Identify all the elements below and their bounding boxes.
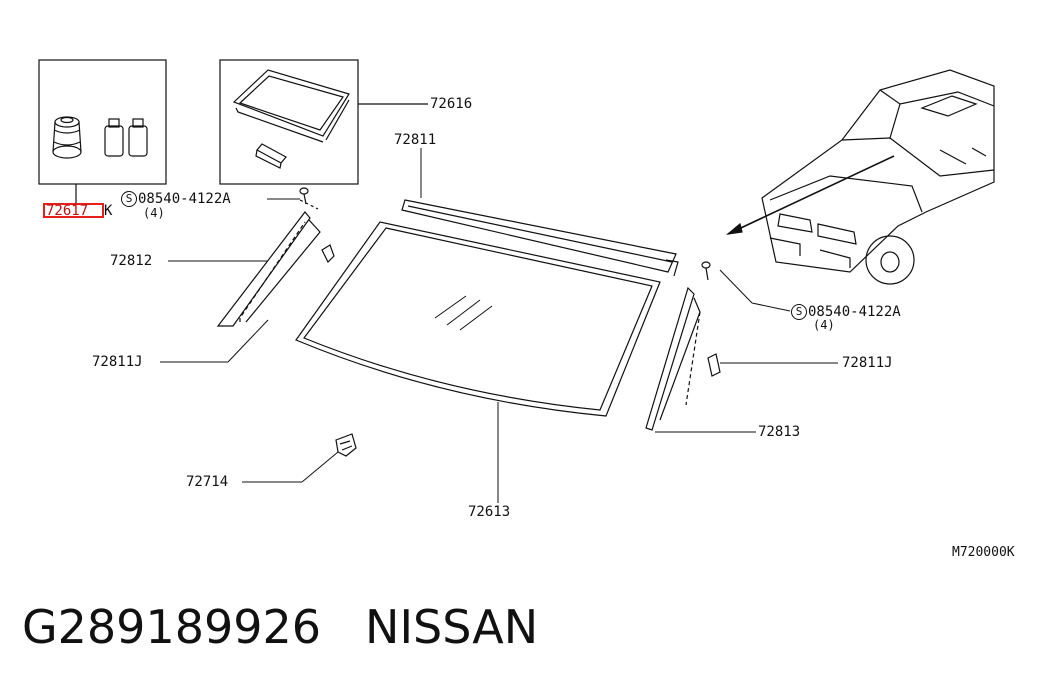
callout-72813: 72813	[758, 424, 801, 440]
callout-screw-right: 08540-4122A	[808, 304, 901, 320]
top-moulding	[401, 199, 679, 277]
callout-72714: 72714	[186, 474, 229, 490]
callout-screw-right-qty: (4)	[813, 318, 835, 332]
highlight-box	[43, 203, 104, 218]
callout-72613: 72613	[468, 504, 511, 520]
part-number: G289189926	[22, 600, 322, 654]
brand-name: NISSAN	[365, 600, 539, 654]
vehicle-illustration	[725, 69, 995, 285]
adhesive-kit-box	[38, 59, 167, 203]
windshield-glass	[295, 221, 661, 417]
left-side-moulding	[216, 187, 335, 327]
callout-72812: 72812	[110, 253, 153, 269]
diagram-code: M720000K	[952, 545, 1015, 560]
screw-symbol-right: S	[791, 304, 807, 320]
screw-symbol-top: S	[121, 191, 137, 207]
callout-72617: 72617	[46, 203, 89, 219]
right-side-moulding	[645, 261, 721, 431]
moulding-kit-box	[219, 59, 428, 185]
callout-screw-top-qty: (4)	[143, 206, 165, 220]
callout-screw-top: 08540-4122A	[138, 191, 231, 207]
leader-lines	[160, 148, 838, 503]
callout-72811: 72811	[394, 132, 437, 148]
callout-72616: 72616	[430, 96, 473, 112]
callout-72811j-right: 72811J	[842, 355, 893, 371]
callout-72617-suffix: K	[104, 203, 113, 219]
clip-part	[335, 433, 357, 457]
callout-72811j-left: 72811J	[92, 354, 143, 370]
footer-caption: G289189926 NISSAN	[22, 600, 538, 654]
